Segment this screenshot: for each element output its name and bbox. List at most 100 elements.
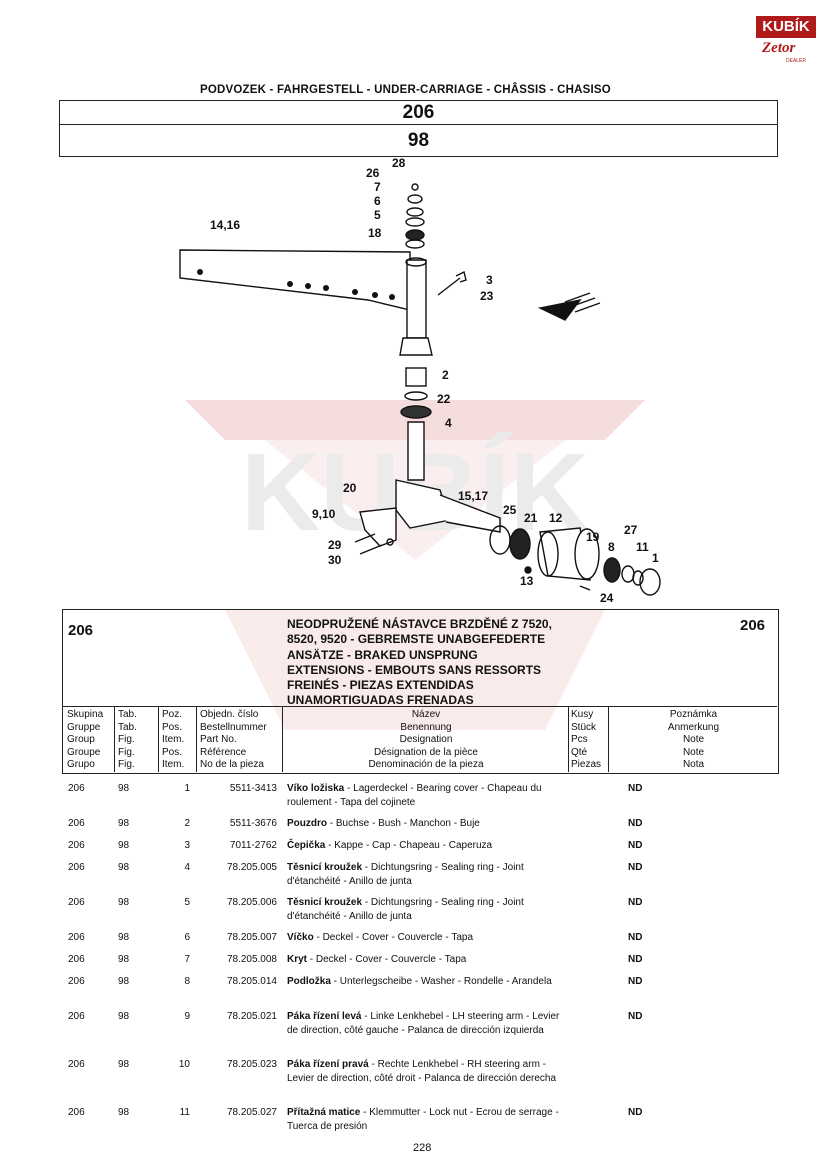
callout-label: 9,10: [312, 507, 336, 521]
cell-group: 206: [68, 840, 85, 851]
cell-group: 206: [68, 1107, 85, 1118]
cell-group: 206: [68, 932, 85, 943]
callout-label: 14,16: [210, 218, 240, 232]
callout-label: 12: [549, 511, 563, 525]
header-tab: Tab.Tab.Fig.Fig.Fig.: [118, 709, 137, 771]
cell-pos: 6: [184, 932, 190, 943]
cell-tab: 98: [118, 840, 130, 851]
column-divider: [196, 706, 197, 772]
column-divider: [568, 706, 569, 772]
cell-name: Podložka - Unterlegscheibe - Washer - Ro…: [287, 976, 552, 987]
cell-note: ND: [628, 783, 643, 794]
logo-brand: KUBÍK: [756, 16, 816, 38]
cell-note: ND: [628, 932, 643, 943]
cell-part-no: 5511-3676: [229, 818, 277, 829]
callout-label: 28: [392, 156, 406, 170]
callout-label: 2: [442, 368, 449, 382]
cell-tab: 98: [118, 783, 130, 794]
cell-pos: 1: [184, 783, 190, 794]
cell-pos: 10: [178, 1059, 190, 1070]
cell-tab: 98: [118, 818, 130, 829]
callout-label: 25: [503, 503, 517, 517]
cell-part-no: 78.205.007: [226, 932, 277, 943]
cell-name: Pouzdro - Buchse - Bush - Manchon - Buje: [287, 818, 480, 829]
cell-part-no: 78.205.027: [226, 1107, 277, 1118]
section-header: PODVOZEK - FAHRGESTELL - UNDER-CARRIAGE …: [200, 84, 611, 96]
cell-group: 206: [68, 954, 85, 965]
section-code-right: 206: [740, 617, 766, 634]
cell-name: Páka řízení levá - Linke Lenkhebel - LH …: [287, 1011, 560, 1036]
cell-name: Čepička - Kappe - Cap - Chapeau - Caperu…: [287, 840, 493, 851]
callout-label: 27: [624, 523, 638, 537]
cell-name: Těsnicí kroužek - Dichtungsring - Sealin…: [287, 897, 524, 922]
cell-part-no: 78.205.008: [226, 954, 277, 965]
callout-label: 26: [366, 166, 380, 180]
cell-note: ND: [628, 976, 643, 987]
callout-label: 4: [445, 416, 452, 430]
cell-group: 206: [68, 862, 85, 873]
callout-label: 19: [586, 530, 600, 544]
callout-label: 30: [328, 553, 342, 567]
callout-label: 29: [328, 538, 342, 552]
cell-tab: 98: [118, 1107, 130, 1118]
callout-label: 22: [437, 392, 451, 406]
cell-part-no: 7011-2762: [229, 840, 277, 851]
cell-pos: 4: [184, 862, 190, 873]
cell-group: 206: [68, 1011, 85, 1022]
kubik-zetor-logo: KUBÍK Zetor DEALER: [756, 16, 816, 66]
cell-group: 206: [68, 818, 85, 829]
cell-pos: 8: [184, 976, 190, 987]
cell-group: 206: [68, 1059, 85, 1070]
cell-group: 206: [68, 897, 85, 908]
cell-pos: 11: [179, 1107, 190, 1118]
title-line: 8520, 9520 - GEBREMSTE UNABGEFEDERTE: [287, 632, 546, 647]
title-line: NEODPRUŽENÉ NÁSTAVCE BRZDĚNÉ Z 7520,: [287, 617, 552, 631]
cell-name: Kryt - Deckel - Cover - Couvercle - Tapa: [287, 954, 467, 965]
title-line: UNAMORTIGUADAS FRENADAS: [287, 693, 474, 708]
cell-tab: 98: [118, 862, 130, 873]
column-divider: [158, 706, 159, 772]
section-code-left: 206: [68, 622, 94, 639]
title-line: EXTENSIONS - EMBOUTS SANS RESSORTS: [287, 662, 542, 677]
cell-part-no: 78.205.006: [226, 897, 277, 908]
part-description-box: [62, 609, 779, 774]
column-divider: [282, 706, 283, 772]
cell-name: Těsnicí kroužek - Dichtungsring - Sealin…: [287, 862, 524, 887]
callout-label: 8: [608, 540, 615, 554]
header-pos: Poz.Pos.Item.Pos.Item.: [162, 709, 185, 771]
cell-note: ND: [628, 1107, 643, 1118]
title-line: ANSÄTZE - BRAKED UNSPRUNG: [287, 647, 478, 662]
cell-note: ND: [628, 1011, 643, 1022]
cell-pos: 2: [184, 818, 190, 829]
cell-part-no: 78.205.023: [226, 1059, 277, 1070]
cell-group: 206: [68, 783, 85, 794]
callout-label: 15,17: [458, 489, 488, 503]
callout-label: 13: [520, 574, 534, 588]
group-number-box: 206: [59, 100, 778, 125]
cell-note: ND: [628, 818, 643, 829]
table-header-divider: [62, 706, 777, 707]
cell-note: ND: [628, 862, 643, 873]
column-divider: [608, 706, 609, 772]
cell-name: Páka řízení pravá - Rechte Lenkhebel - R…: [287, 1059, 557, 1084]
callout-label: 6: [374, 194, 381, 208]
table-number-box: 98: [59, 124, 778, 157]
logo-sub: Zetor: [762, 40, 796, 56]
cell-part-no: 78.205.021: [226, 1011, 277, 1022]
cell-group: 206: [68, 976, 85, 987]
cell-name: Víčko - Deckel - Cover - Couvercle - Tap…: [287, 932, 473, 943]
cell-pos: 7: [184, 954, 190, 965]
cell-pos: 5: [184, 897, 190, 908]
cell-tab: 98: [118, 954, 130, 965]
callout-label: 1: [652, 551, 659, 565]
cell-note: ND: [628, 897, 643, 908]
cell-pos: 9: [184, 1011, 190, 1022]
callout-label: 18: [368, 226, 382, 240]
cell-name: Přítažná matice - Klemmutter - Lock nut …: [287, 1107, 559, 1132]
cell-part-no: 78.205.014: [226, 976, 277, 987]
